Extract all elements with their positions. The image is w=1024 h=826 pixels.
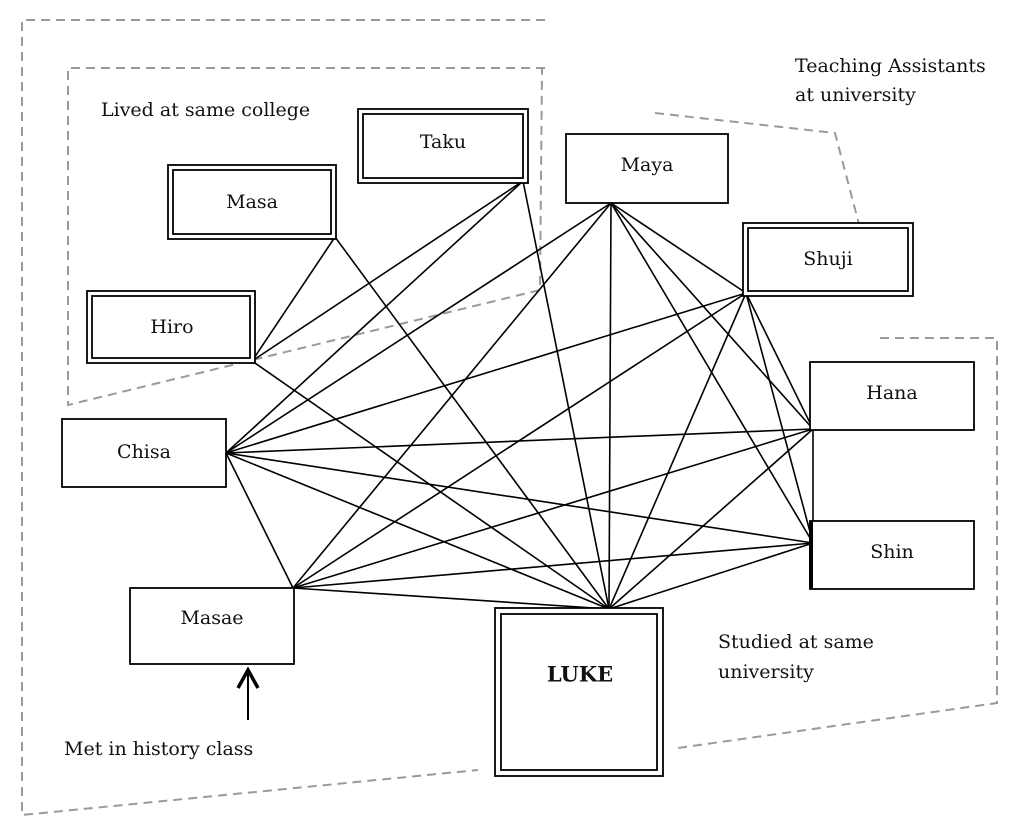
node-label-hana: Hana xyxy=(866,382,917,404)
node-masa: Masa xyxy=(167,164,337,240)
edge-taku-hiro xyxy=(251,180,524,362)
edge-taku-luke xyxy=(522,180,610,610)
edge-masa-luke xyxy=(334,236,610,610)
edge-masae-luke xyxy=(292,587,610,610)
arrow-up-icon xyxy=(236,666,260,720)
edge-chisa-luke xyxy=(225,452,610,610)
annotation-ta-line1: Teaching Assistants xyxy=(795,55,986,77)
node-label-taku: Taku xyxy=(420,131,466,153)
annotation-ta-line2: at university xyxy=(795,84,916,106)
edge-masae-shin xyxy=(292,542,814,589)
annotation-university-line1: Studied at same xyxy=(718,631,874,653)
node-label-chisa: Chisa xyxy=(117,441,171,463)
edge-shuji-chisa xyxy=(225,292,747,454)
node-hana: Hana xyxy=(809,361,975,431)
node-label-masa: Masa xyxy=(226,191,278,213)
edge-chisa-masae xyxy=(225,452,294,589)
node-maya: Maya xyxy=(565,133,729,204)
edge-masa-hiro xyxy=(251,236,336,362)
edge-layer xyxy=(225,180,814,610)
node-label-luke: LUKE xyxy=(547,662,613,687)
edge-shuji-hana xyxy=(745,292,814,430)
node-shuji: Shuji xyxy=(742,222,914,297)
node-luke: LUKE xyxy=(494,607,664,777)
edge-shin-luke xyxy=(608,542,814,610)
edge-masae-hana xyxy=(292,428,814,589)
college-region xyxy=(67,67,545,407)
node-label-shin: Shin xyxy=(870,541,914,563)
edge-chisa-hana xyxy=(225,428,814,454)
edge-shuji-luke xyxy=(608,292,747,610)
edge-maya-chisa xyxy=(225,202,612,454)
node-shin: Shin xyxy=(809,520,975,590)
annotation-college: Lived at same college xyxy=(101,99,310,121)
node-label-shuji: Shuji xyxy=(803,248,852,270)
edge-maya-luke xyxy=(608,202,612,610)
edge-maya-shuji xyxy=(610,202,747,294)
annotation-university-line2: university xyxy=(718,661,814,683)
node-masae: Masae xyxy=(129,587,295,665)
node-label-maya: Maya xyxy=(621,154,674,176)
annotation-history: Met in history class xyxy=(64,738,253,760)
node-label-masae: Masae xyxy=(180,607,243,629)
ta-region-line xyxy=(654,112,861,229)
node-label-hiro: Hiro xyxy=(150,316,193,338)
edge-chisa-shin xyxy=(225,452,814,544)
edge-taku-chisa xyxy=(225,180,524,454)
node-hiro: Hiro xyxy=(86,290,256,364)
edge-hana-luke xyxy=(608,428,814,610)
edge-maya-masae xyxy=(292,202,612,589)
edge-shuji-shin xyxy=(745,292,814,544)
node-taku: Taku xyxy=(357,108,529,184)
node-chisa: Chisa xyxy=(61,418,227,488)
outer-history-region xyxy=(21,19,545,817)
